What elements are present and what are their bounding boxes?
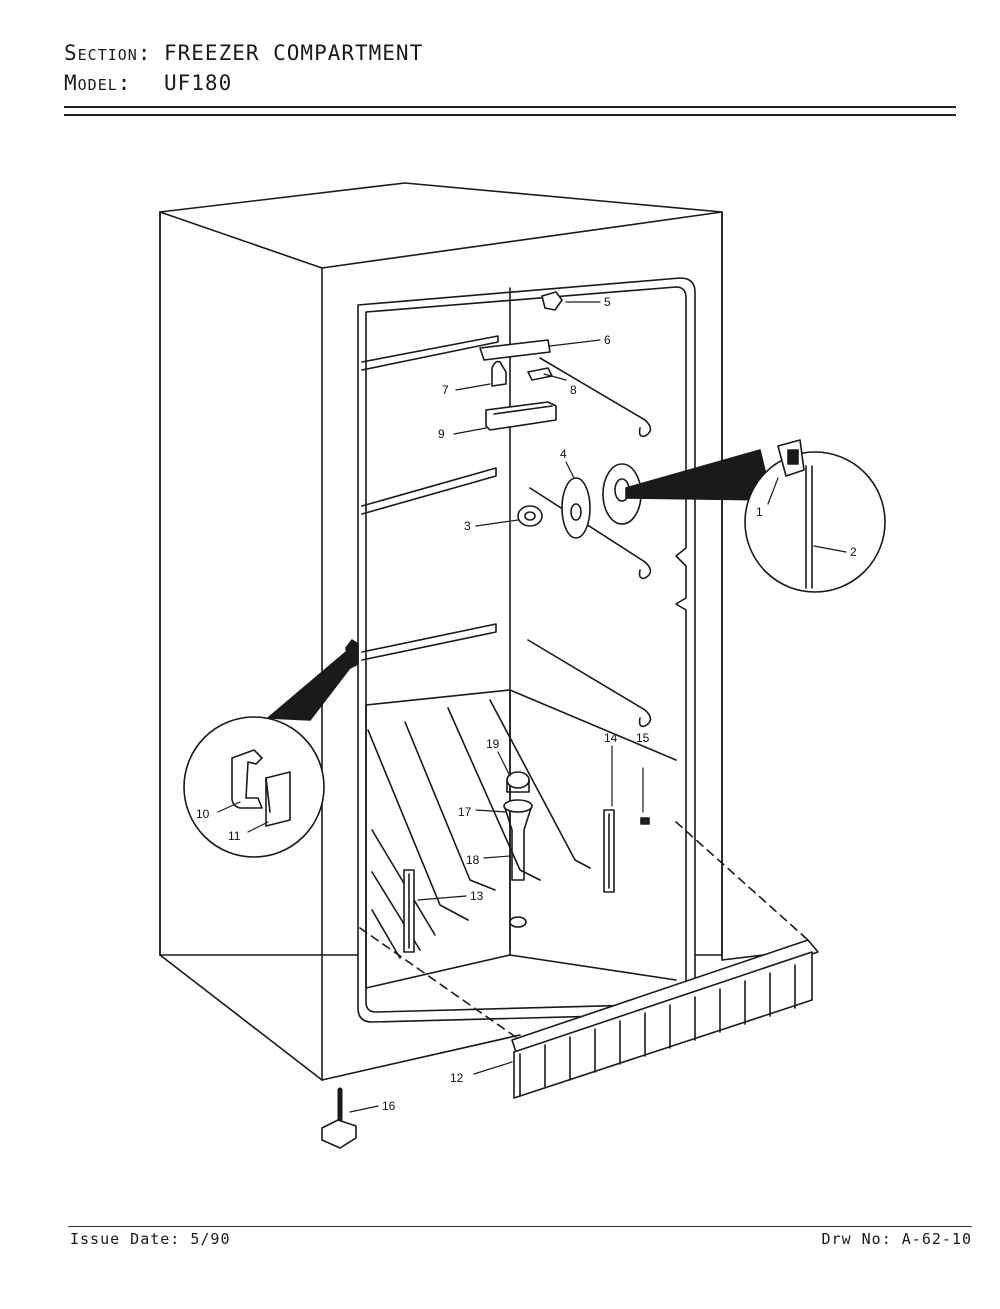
left-shelf-rails xyxy=(361,335,499,661)
thermostat-detail xyxy=(625,439,886,593)
callout-17: 17 xyxy=(458,805,472,819)
page-header: Section: FREEZER COMPARTMENT Model: UF180 xyxy=(64,38,954,98)
callout-18: 18 xyxy=(466,853,480,867)
callout-14: 14 xyxy=(604,731,618,745)
section-label: Section: xyxy=(64,41,152,65)
section-line: Section: FREEZER COMPARTMENT xyxy=(64,38,954,68)
callout-4: 4 xyxy=(560,447,567,461)
section-value: FREEZER COMPARTMENT xyxy=(164,41,424,65)
top-components xyxy=(479,291,563,431)
footer-rule xyxy=(68,1226,972,1227)
callout-2: 2 xyxy=(850,545,857,559)
drain-assembly xyxy=(503,771,533,928)
model-value: UF180 xyxy=(164,71,233,95)
drawing-number: Drw No: A-62-10 xyxy=(822,1230,972,1248)
header-rule-top xyxy=(64,106,956,108)
drawing-number-value: A-62-10 xyxy=(901,1230,972,1248)
callout-9: 9 xyxy=(438,427,445,441)
kickplate-grille xyxy=(359,821,819,1099)
model-label: Model: xyxy=(64,71,132,95)
callout-3: 3 xyxy=(464,519,471,533)
right-shelf-rods xyxy=(527,357,652,728)
callout-19: 19 xyxy=(486,737,500,751)
callout-7: 7 xyxy=(442,383,449,397)
callout-6: 6 xyxy=(604,333,611,347)
shelf-brackets xyxy=(403,809,650,953)
thermostat-area xyxy=(517,463,642,539)
callout-8: 8 xyxy=(570,383,577,397)
issue-date-label: Issue Date: xyxy=(70,1230,181,1248)
leveling-leg xyxy=(321,1087,357,1149)
callout-11: 11 xyxy=(228,829,241,843)
issue-date-value: 5/90 xyxy=(190,1230,231,1248)
latch-detail xyxy=(183,639,359,858)
callout-13: 13 xyxy=(470,889,484,903)
callout-labels: 1 2 3 4 5 6 7 8 9 10 11 12 13 14 15 16 1… xyxy=(196,295,857,1113)
leader-lines xyxy=(217,301,847,1113)
callout-12: 12 xyxy=(450,1071,464,1085)
callout-10: 10 xyxy=(196,807,210,821)
callout-15: 15 xyxy=(636,731,650,745)
issue-date: Issue Date: 5/90 xyxy=(70,1230,231,1248)
drawing-number-label: Drw No: xyxy=(821,1230,892,1248)
callout-1: 1 xyxy=(756,505,763,519)
header-rule-bottom xyxy=(64,114,956,116)
model-line: Model: UF180 xyxy=(64,68,954,98)
callout-5: 5 xyxy=(604,295,611,309)
callout-16: 16 xyxy=(382,1099,396,1113)
